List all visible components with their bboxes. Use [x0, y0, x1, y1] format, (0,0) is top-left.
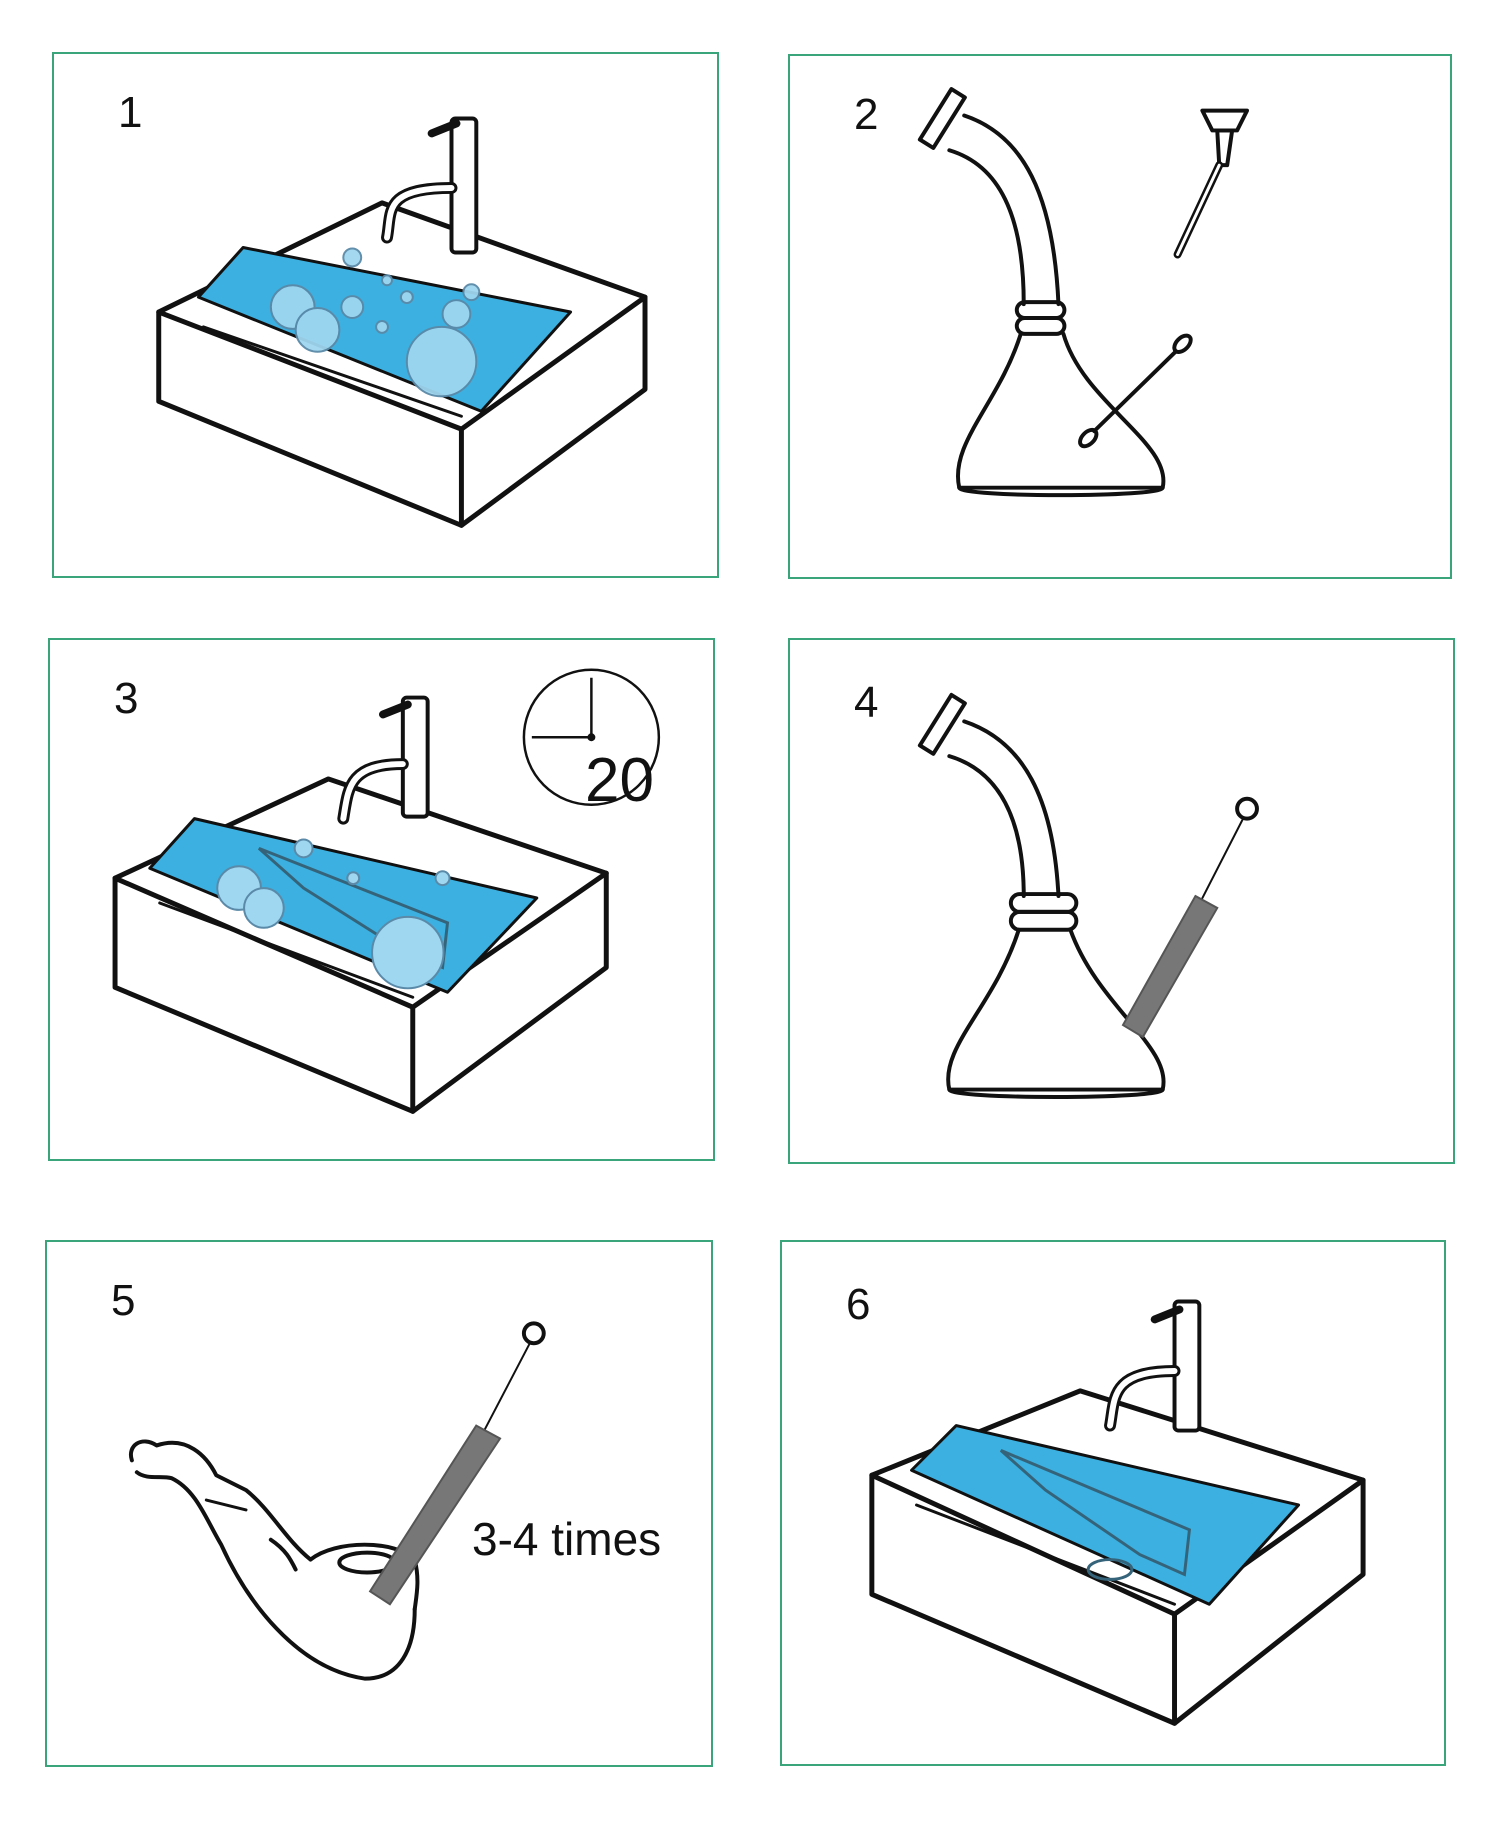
step-number: 1 [118, 88, 143, 137]
step-number: 3 [114, 674, 139, 723]
step-1-panel: 1 [52, 52, 719, 578]
sink-soaking-illustration [112, 668, 661, 1114]
step-number: 4 [854, 678, 879, 727]
step-6-panel: 6 [780, 1240, 1446, 1766]
bong-disassembled-illustration [917, 87, 1250, 498]
step-4-panel: 4 [788, 638, 1455, 1164]
sink-rinse-illustration [869, 1299, 1366, 1726]
step-2-panel: 2 [788, 54, 1452, 579]
sink-soapy-illustration [156, 116, 648, 528]
step-number: 5 [111, 1276, 136, 1325]
timer-clock-icon [522, 668, 661, 806]
timer-value: 20 [585, 746, 654, 815]
pipe-cleaner-illustration [128, 1321, 546, 1681]
step-5-panel: 5 3-4 times [45, 1240, 713, 1767]
repeat-count-label: 3-4 times [472, 1513, 662, 1565]
step-number: 6 [846, 1280, 871, 1329]
step-3-panel: 3 20 [48, 638, 715, 1161]
bong-cleaner-illustration [917, 692, 1259, 1099]
step-number: 2 [854, 90, 879, 139]
